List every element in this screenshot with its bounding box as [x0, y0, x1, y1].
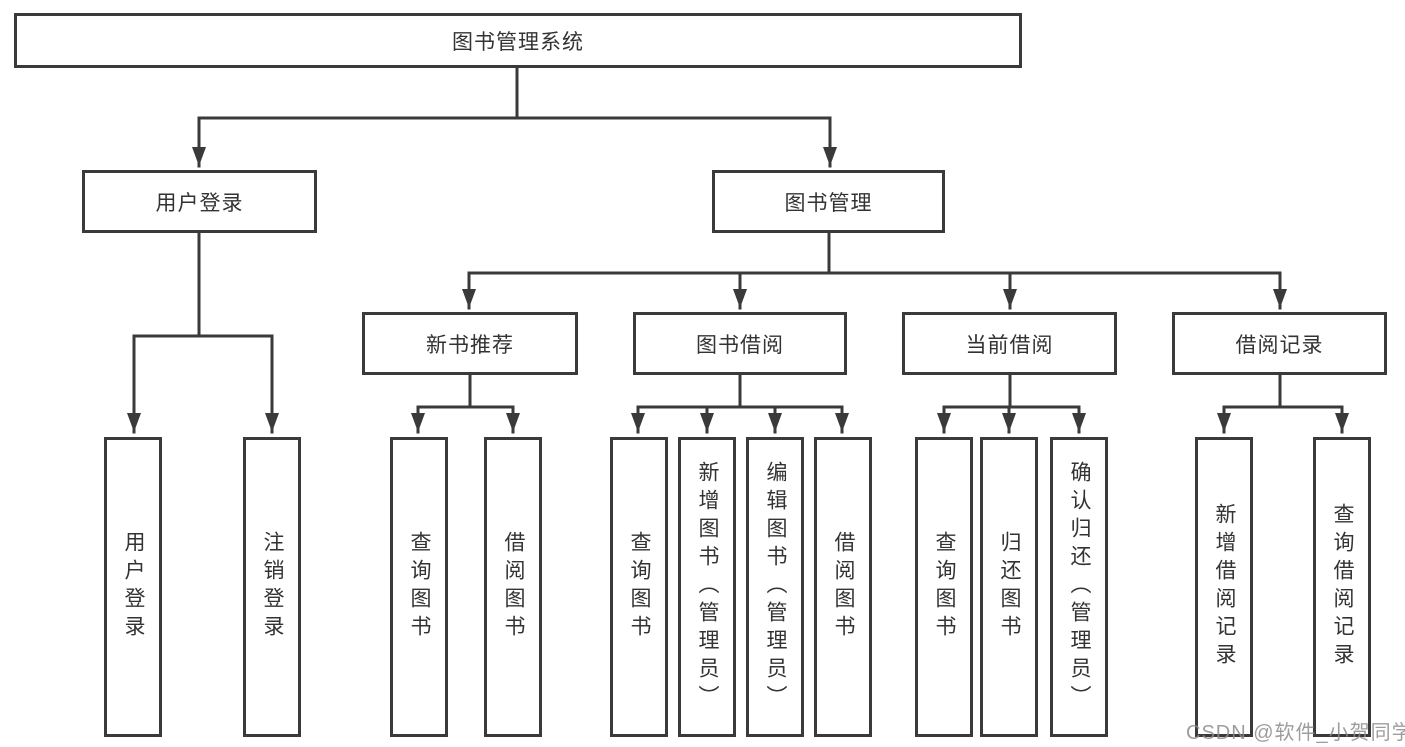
node-leaf-query-book-borrow: 查询图书 — [610, 437, 668, 737]
node-leaf-return-book: 归还图书 — [980, 437, 1038, 737]
node-book-management: 图书管理 — [712, 170, 945, 233]
node-borrow-records: 借阅记录 — [1172, 312, 1387, 375]
node-leaf-query-book-recommend: 查询图书 — [390, 437, 448, 737]
node-leaf-borrow-book-recommend: 借阅图书 — [484, 437, 542, 737]
node-current-borrow: 当前借阅 — [902, 312, 1117, 375]
node-leaf-logout: 注销登录 — [243, 437, 301, 737]
node-leaf-edit-book-admin: 编辑图书（管理员） — [746, 437, 804, 737]
node-book-borrow: 图书借阅 — [633, 312, 847, 375]
node-leaf-user-login: 用户登录 — [104, 437, 162, 737]
node-leaf-add-borrow-record: 新增借阅记录 — [1195, 437, 1253, 737]
node-leaf-add-book-admin: 新增图书（管理员） — [678, 437, 736, 737]
node-leaf-borrow-book: 借阅图书 — [814, 437, 872, 737]
node-leaf-query-borrow-record: 查询借阅记录 — [1313, 437, 1371, 737]
node-new-book-recommend: 新书推荐 — [362, 312, 578, 375]
csdn-watermark: CSDN @软件_小贺同学 — [1186, 722, 1405, 744]
node-leaf-query-book-current: 查询图书 — [915, 437, 973, 737]
node-user-login: 用户登录 — [82, 170, 317, 233]
node-system-root: 图书管理系统 — [14, 13, 1022, 68]
node-leaf-confirm-return-admin: 确认归还（管理员） — [1050, 437, 1108, 737]
